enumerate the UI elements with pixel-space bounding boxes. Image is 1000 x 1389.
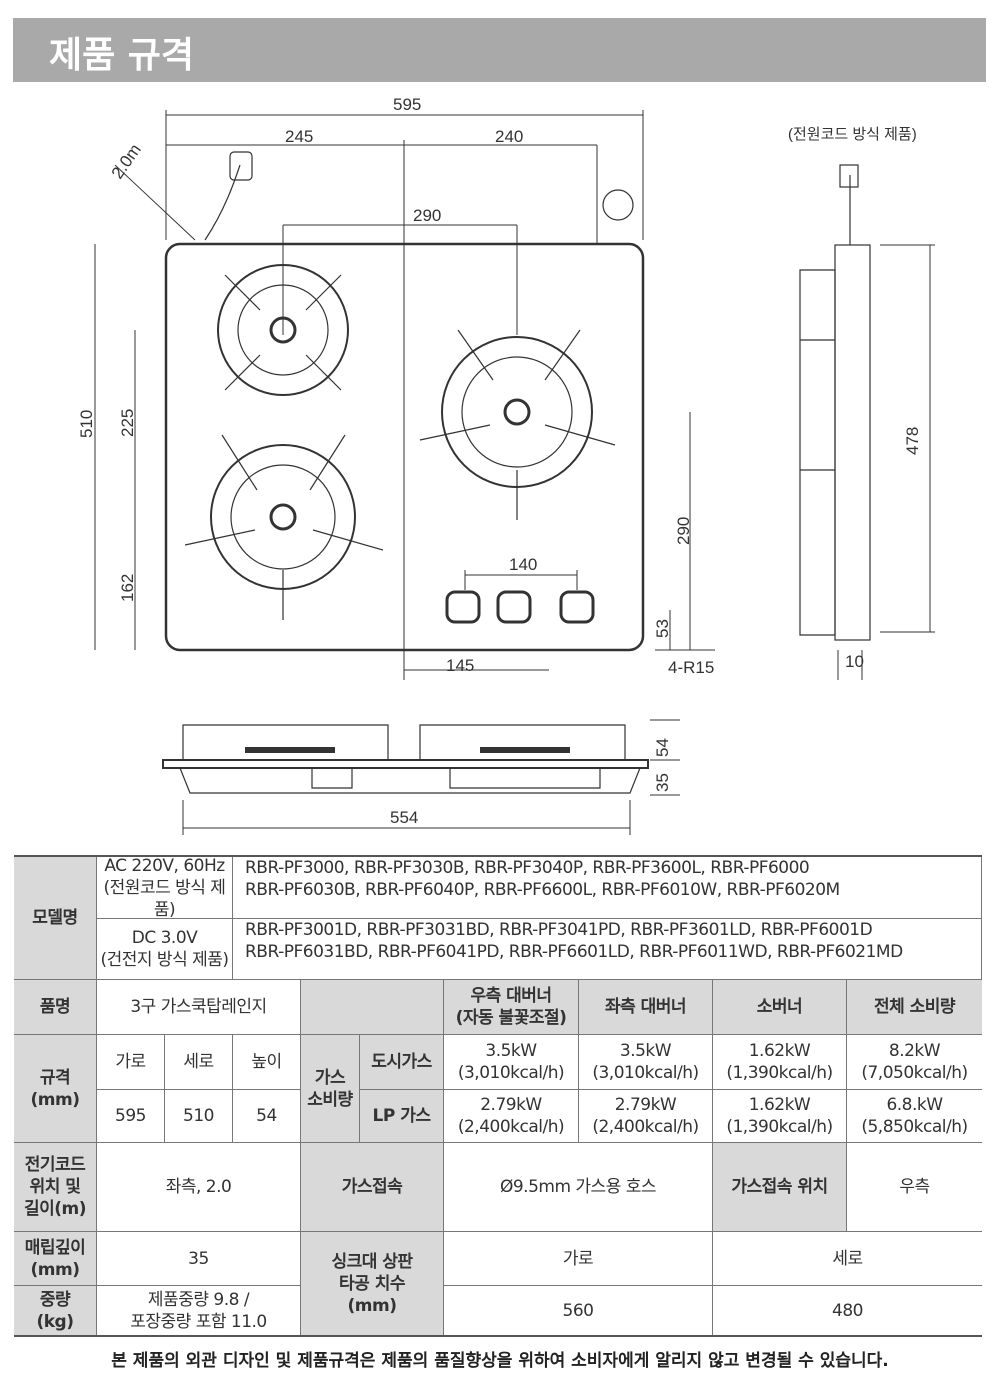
gas-connector-icon	[602, 189, 634, 221]
cooktop-side-view	[799, 164, 871, 641]
dc-models-line2: RBR-PF6031BD, RBR-PF6041PD, RBR-PF6601LD…	[245, 942, 903, 962]
ac-models-line2: RBR-PF6030B, RBR-PF6040P, RBR-PF6600L, R…	[245, 880, 840, 900]
dim-145: 145	[446, 656, 474, 675]
dim-burner-span: 290	[413, 206, 441, 225]
dim-225: 225	[118, 409, 137, 437]
disclaimer: 본 제품의 외관 디자인 및 제품규격은 제품의 품질향상을 위하여 소비자에게…	[111, 1351, 889, 1371]
city-right: 3.5kW (3,010kcal/h)	[444, 1035, 579, 1090]
model-label: 모델명	[14, 857, 97, 980]
gas-consumption-label: 가스 소비량	[301, 1035, 360, 1143]
spec-table: 모델명 AC 220V, 60Hz(전원코드 방식 제품) RBR-PF3000…	[14, 855, 982, 1337]
plug-icon	[229, 151, 253, 181]
col-total: 전체 소비량	[847, 980, 982, 1035]
power-cord-note: (전원코드 방식 제품)	[788, 126, 917, 143]
ac-voltage: AC 220V, 60Hz(전원코드 방식 제품)	[97, 855, 233, 920]
dimension-lines	[94, 110, 715, 680]
dc-models-line1: RBR-PF3001D, RBR-PF3031BD, RBR-PF3041PD,…	[245, 920, 873, 940]
dim-right: 240	[495, 127, 523, 146]
control-knobs	[445, 590, 595, 624]
ac-models: RBR-PF3000, RBR-PF3030B, RBR-PF3040P, RB…	[233, 857, 982, 919]
dim-cord: 2.0m	[108, 140, 145, 182]
dim-290: 290	[674, 517, 693, 545]
burner-left-top	[217, 264, 349, 396]
dim-left: 245	[285, 127, 313, 146]
gas-position-value: 우측	[847, 1143, 982, 1232]
dim-35: 35	[653, 773, 672, 792]
spec-depth-head: 세로	[165, 1035, 233, 1090]
cord-value: 좌측, 2.0	[97, 1143, 301, 1232]
section-title: 제품 규격	[49, 35, 195, 76]
blank-head	[301, 980, 444, 1035]
product-name: 3구 가스쿡탑레인지	[97, 980, 301, 1035]
power-cord	[204, 164, 241, 241]
dim-162: 162	[118, 574, 137, 602]
dim-depth: 510	[77, 410, 96, 438]
gas-connection-value: Ø9.5mm 가스용 호스	[444, 1143, 713, 1232]
spec-height: 54	[233, 1090, 301, 1143]
sink-width-head: 가로	[444, 1232, 713, 1286]
lp-small: 1.62kW (1,390kcal/h)	[713, 1090, 847, 1143]
col-small-burner: 소버너	[713, 980, 847, 1035]
spec-width-head: 가로	[97, 1035, 165, 1090]
gas-position-label: 가스접속 위치	[713, 1143, 847, 1232]
city-small: 1.62kW (1,390kcal/h)	[713, 1035, 847, 1090]
dim-54: 54	[653, 738, 672, 757]
col-right-burner: 우측 대버너 (자동 불꽃조절)	[444, 980, 579, 1035]
ac-models-line1: RBR-PF3000, RBR-PF3030B, RBR-PF3040P, RB…	[245, 858, 810, 878]
lp-gas-label: LP 가스	[360, 1090, 444, 1143]
product-label: 품명	[14, 980, 97, 1035]
spec-height-head: 높이	[233, 1035, 301, 1090]
dim-width: 595	[393, 95, 421, 114]
lp-total: 6.8.kW (5,850kcal/h)	[847, 1090, 982, 1143]
dim-10: 10	[845, 652, 864, 671]
dim-53: 53	[653, 619, 672, 638]
burner-left-bottom	[184, 434, 384, 620]
lp-right: 2.79kW (2,400kcal/h)	[444, 1090, 579, 1143]
product-drawing: 595 245 240 290 2.0m 510 225 162 140 290…	[77, 95, 935, 835]
burner-right	[419, 329, 616, 520]
dc-voltage-line: DC 3.0V	[131, 928, 198, 948]
embed-label: 매립깊이 (mm)	[14, 1232, 97, 1286]
sink-width: 560	[444, 1286, 713, 1335]
ac-type-line: (전원코드 방식 제품)	[103, 877, 226, 920]
lp-left: 2.79kW (2,400kcal/h)	[579, 1090, 713, 1143]
dim-554: 554	[390, 808, 418, 827]
cooktop-front-view	[162, 724, 649, 794]
dim-radius: 4-R15	[668, 658, 714, 677]
dc-type-line: (건전지 방식 제품)	[100, 950, 229, 970]
dim-478: 478	[903, 427, 922, 455]
dim-knob-span: 140	[509, 555, 537, 574]
gas-connection-label: 가스접속	[301, 1143, 444, 1232]
weight-label: 중량 (kg)	[14, 1286, 97, 1335]
sink-depth-head: 세로	[713, 1232, 982, 1286]
weight-value: 제품중량 9.8 / 포장중량 포함 11.0	[97, 1286, 301, 1335]
sink-depth: 480	[832, 1300, 863, 1321]
spec-width: 595	[97, 1090, 165, 1143]
dc-voltage: DC 3.0V(건전지 방식 제품)	[97, 919, 233, 980]
spec-depth: 510	[165, 1090, 233, 1143]
embed-value: 35	[97, 1232, 301, 1286]
sink-label: 싱크대 상판 타공 치수 (mm)	[301, 1232, 444, 1335]
spec-label: 규격 (mm)	[14, 1035, 97, 1143]
city-left: 3.5kW (3,010kcal/h)	[579, 1035, 713, 1090]
dc-models: RBR-PF3001D, RBR-PF3031BD, RBR-PF3041PD,…	[233, 919, 982, 980]
ac-voltage-line: AC 220V, 60Hz	[104, 855, 225, 876]
city-gas-label: 도시가스	[360, 1035, 444, 1090]
col-left-burner: 좌측 대버너	[579, 980, 713, 1035]
section-header: 제품 규격	[13, 18, 986, 82]
city-total: 8.2kW (7,050kcal/h)	[847, 1035, 982, 1090]
cord-label: 전기코드 위치 및 길이(m)	[14, 1143, 97, 1232]
